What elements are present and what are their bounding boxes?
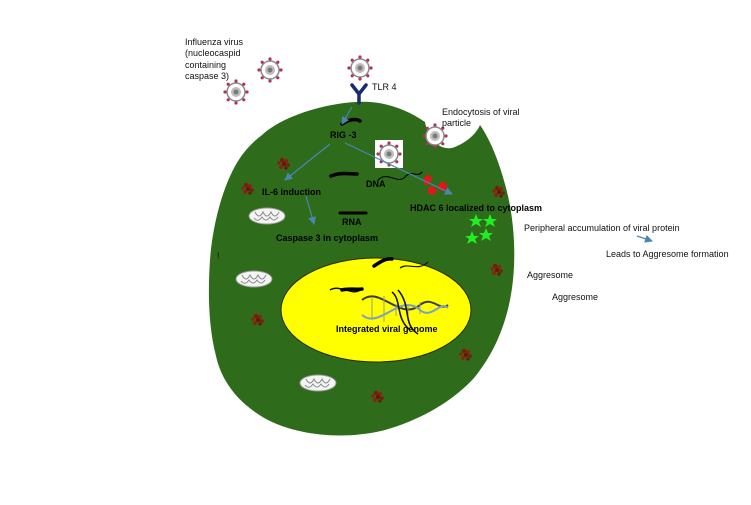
caspase-label: Caspase 3 in cytoplasm: [276, 233, 379, 243]
peripheral-accumulation-label: Peripheral accumulation of viral protein: [524, 223, 680, 233]
aggresome-formation-label: Leads to Aggresome formation: [606, 249, 729, 259]
nucleus: [280, 257, 472, 363]
virus-particle-icon: [375, 140, 403, 168]
virus-particle-icon: [222, 78, 250, 106]
pathway-arrows: [284, 106, 653, 243]
mitochondrion-icon: [248, 207, 286, 225]
tlr4-label: TLR 4: [372, 82, 397, 92]
virus-particle-icon: [346, 54, 374, 82]
rig-label: RIG -3: [330, 130, 357, 140]
dna-label: DNA: [366, 179, 386, 189]
integrated-genome-label: Integrated viral genome: [336, 324, 438, 334]
stray-mark: !: [217, 251, 220, 261]
viral-strand-marks: [329, 117, 423, 292]
tlr4-receptor-icon: [350, 83, 368, 105]
aggresome-label-2: Aggresome: [552, 292, 599, 302]
mitochondrion-icon: [235, 270, 273, 288]
aggresome-label: Aggresome: [527, 270, 574, 280]
influenza-virus-label: Influenza virus (nucleocaspid containing…: [185, 37, 244, 81]
il6-induction-label: IL-6 induction: [262, 187, 321, 197]
star-icon: [465, 214, 497, 244]
rna-label: RNA: [342, 217, 362, 227]
endocytosis-label: Endocytosis of viral particle: [442, 107, 520, 129]
hdac6-label: HDAC 6 localized to cytoplasm: [410, 203, 543, 213]
mitochondrion-icon: [299, 374, 337, 392]
virus-particle-icon: [256, 56, 284, 84]
